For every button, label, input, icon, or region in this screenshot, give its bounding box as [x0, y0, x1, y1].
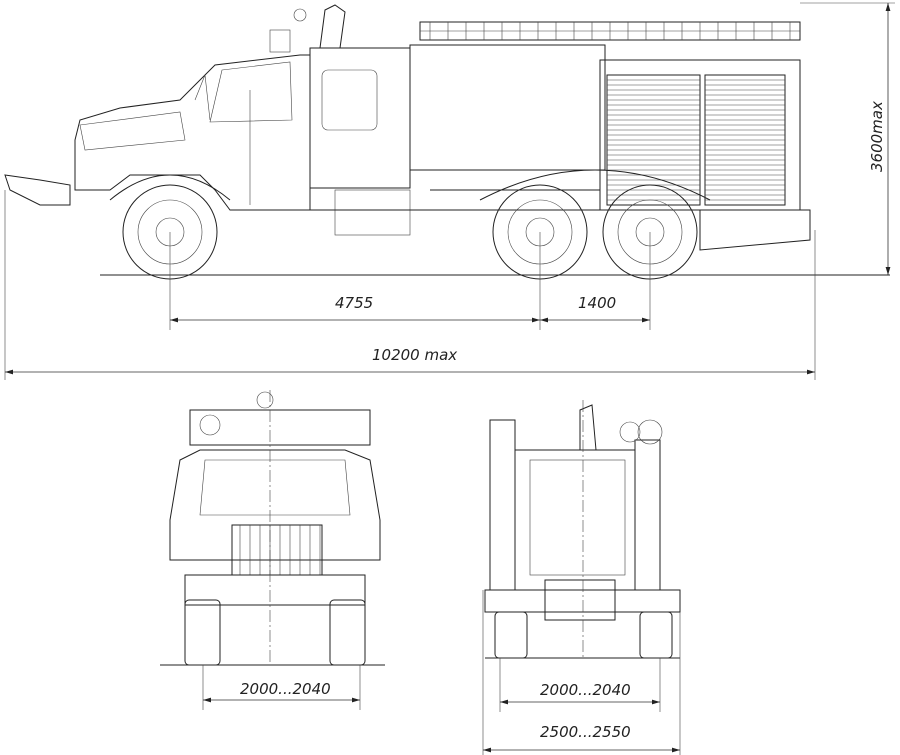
rear-left-wheel [494, 611, 528, 659]
rear-ladder-left [489, 419, 516, 591]
rear-track-label: 2000...2040 [540, 681, 631, 699]
roller-shutters [606, 74, 786, 206]
rear-right-wheel [639, 611, 673, 659]
body [309, 44, 811, 251]
rear-ladder-right [634, 439, 661, 591]
cab [4, 29, 311, 211]
wheelbase-rear-label: 1400 [578, 294, 616, 312]
roof-equipment [293, 4, 801, 49]
overall-width-label: 2500...2550 [540, 723, 631, 741]
side-view: 4755 1400 10200 max 3600max [4, 2, 895, 380]
side-dimensions: 4755 1400 10200 max 3600max [4, 2, 895, 380]
overall-length-label: 10200 max [372, 346, 457, 364]
front-left-wheel [184, 599, 221, 666]
front-view: 2000...2040 [160, 390, 385, 710]
wheelbase-front-label: 4755 [335, 294, 373, 312]
rear-view: 2000...2040 2500...2550 [482, 400, 681, 755]
front-right-wheel [329, 599, 366, 666]
overall-height-label: 3600max [868, 101, 886, 172]
front-track-label: 2000...2040 [240, 680, 331, 698]
wheels-side [109, 169, 711, 280]
